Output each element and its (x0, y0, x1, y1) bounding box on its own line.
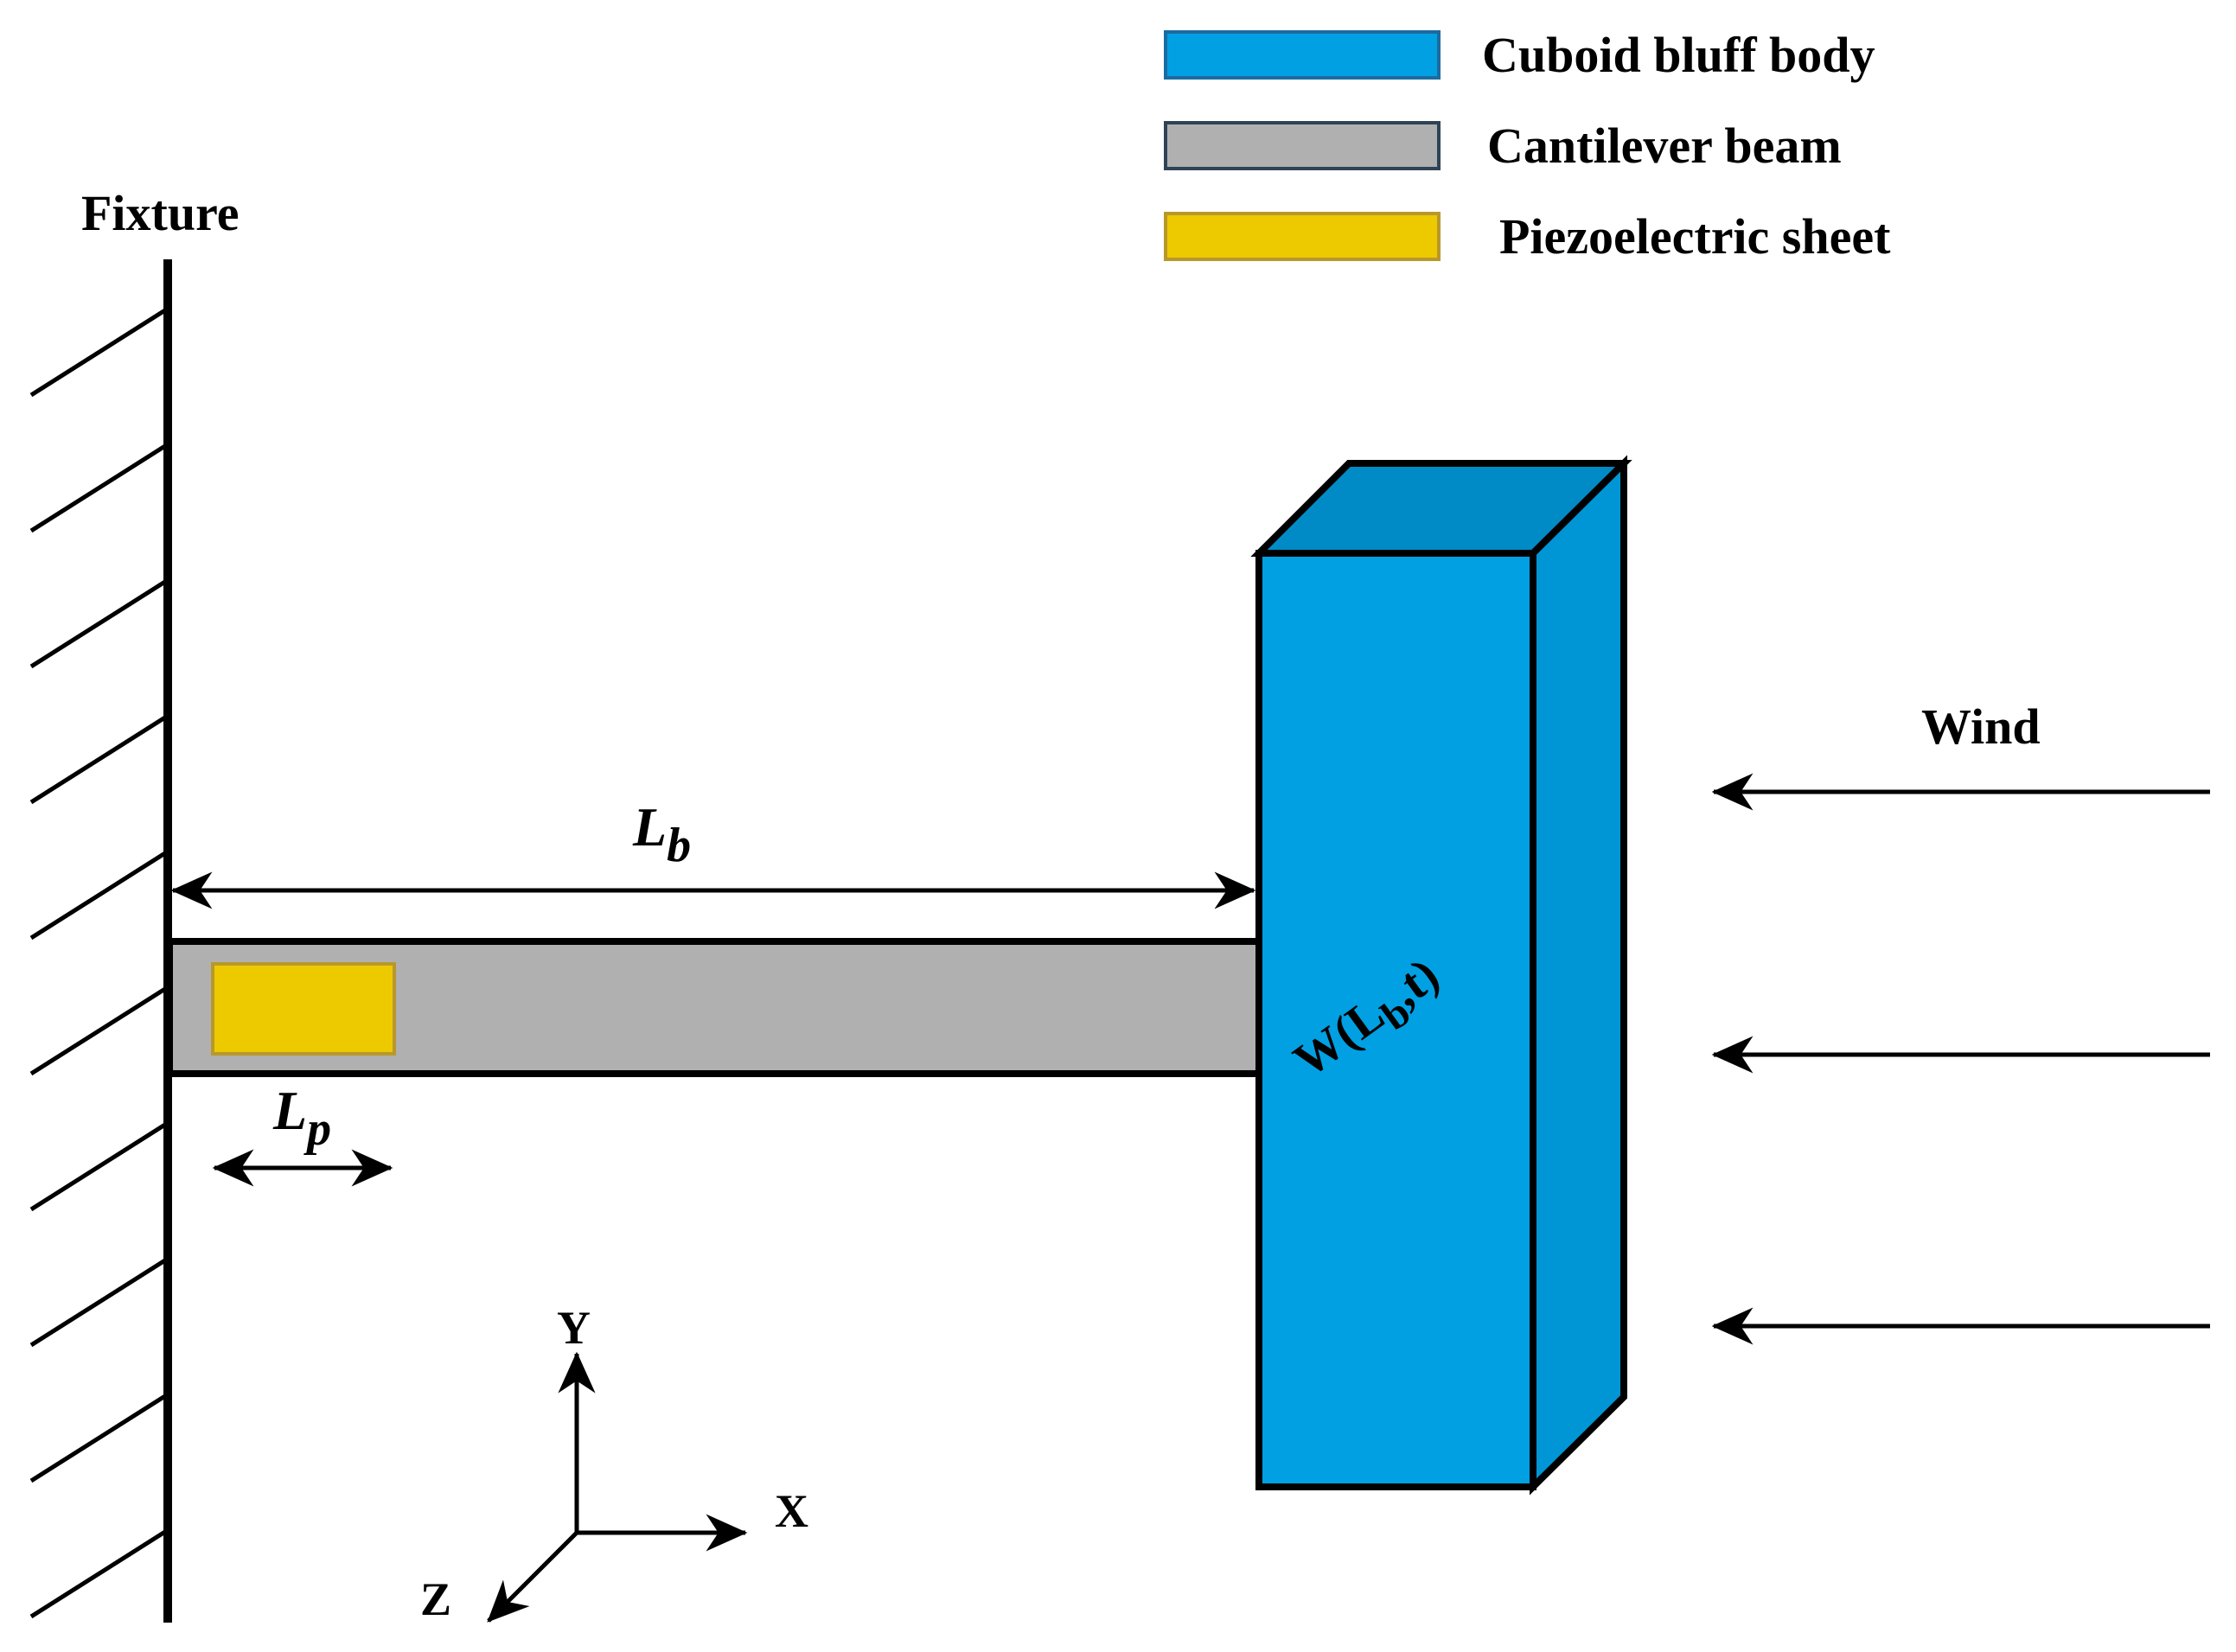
z-axis-arrow (487, 1531, 578, 1623)
bluff-body-front-face (1255, 550, 1536, 1490)
fixture-hatching (29, 306, 169, 1619)
legend-swatch-piezoelectric-sheet (1164, 212, 1441, 261)
bluff-body-side-face (1530, 455, 1627, 1496)
legend-label-bluff-body: Cuboid bluff body (1482, 27, 1875, 83)
beam-length-label: Lb (632, 796, 691, 872)
piezo-length-label: Lp (272, 1080, 331, 1156)
cuboid-bluff-body: W(Lb,t) (1250, 455, 1632, 1496)
y-axis-label: Y (557, 1302, 591, 1354)
piezoelectric-sheet (211, 962, 396, 1056)
legend-label-cantilever-beam: Cantilever beam (1487, 118, 1842, 174)
coordinate-axes: Y X Z (420, 1302, 808, 1625)
piezo-length-dimension: Lp (212, 1080, 393, 1187)
wind: Wind (1711, 698, 2210, 1345)
fixture: Fixture (29, 185, 240, 1623)
x-axis-label: X (775, 1485, 808, 1537)
legend: Cuboid bluff body Cantilever beam Piezoe… (1164, 27, 1891, 265)
beam-length-dimension: Lb (170, 796, 1256, 909)
legend-swatch-bluff-body (1164, 30, 1441, 80)
legend-swatch-cantilever-beam (1164, 121, 1441, 170)
legend-label-piezoelectric-sheet: Piezoelectric sheet (1499, 208, 1891, 265)
fixture-label: Fixture (81, 185, 240, 241)
wind-label: Wind (1921, 698, 2041, 755)
z-axis-label: Z (420, 1573, 451, 1625)
